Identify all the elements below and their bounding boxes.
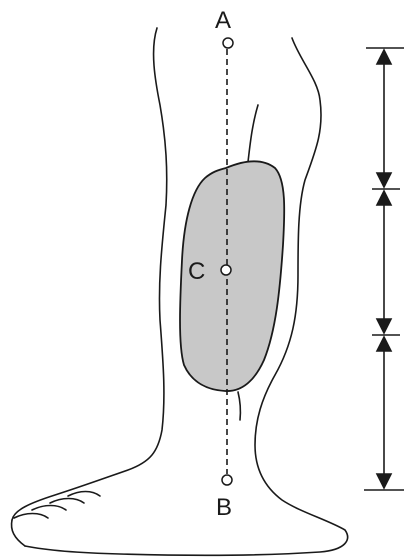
toe-3 [50, 499, 84, 504]
shin-line [238, 392, 240, 420]
point-b-marker [222, 475, 232, 485]
scale-segment-3-arrowhead-top [377, 337, 391, 351]
toe-4 [68, 492, 100, 497]
calf-muscle-line [248, 105, 258, 162]
point-c-label: C [188, 258, 205, 285]
point-b-label: B [216, 494, 232, 521]
point-a-marker [223, 38, 233, 48]
toe-1 [14, 514, 48, 519]
point-c-marker [221, 265, 231, 275]
scale-segment-1-arrowhead-top [377, 50, 391, 64]
scale-segment-2-arrowhead-top [377, 191, 391, 205]
scale-segment-2-arrowhead-bottom [377, 319, 391, 333]
point-a-label: A [215, 7, 231, 34]
scale-segment-3-arrowhead-bottom [377, 474, 391, 488]
foot-sole [12, 520, 25, 546]
leg-back-contour [12, 28, 167, 520]
scale-segment-1-arrowhead-bottom [377, 173, 391, 187]
measurement-scale [364, 48, 404, 490]
leg-outline [12, 28, 348, 555]
toe-2 [32, 506, 66, 511]
